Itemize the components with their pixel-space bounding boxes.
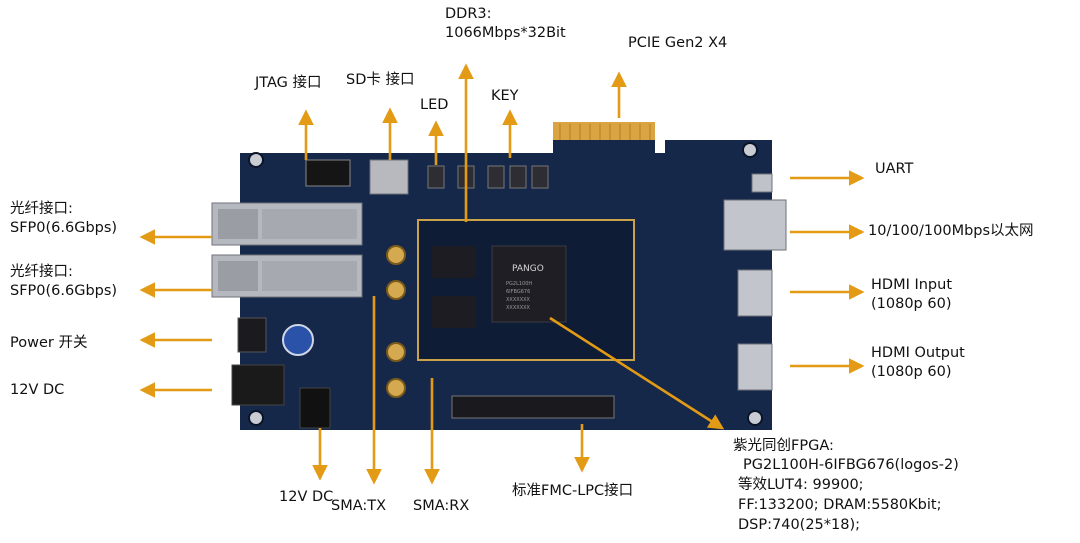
fpga-title: 紫光同创FPGA: — [733, 438, 834, 454]
chip-brand: PANGO — [512, 264, 544, 274]
sfp-b-label: 光纤接口: SFP0(6.6Gbps) — [10, 264, 118, 299]
ddr3-chip — [432, 246, 476, 278]
sma-tx-label: SMA:TX — [331, 498, 387, 514]
jtag-label: JTAG 接口 — [255, 75, 322, 91]
dc-terminal-block — [231, 364, 285, 406]
dc-left-label: 12V DC — [10, 382, 65, 398]
fpga-chip — [491, 245, 567, 323]
chip-line: PG2L100H — [506, 281, 532, 287]
mounting-hole — [248, 410, 264, 426]
fpga-model: PG2L100H-6IFBG676(logos-2) — [743, 457, 959, 473]
hdmi-output-port — [737, 343, 773, 391]
hdmi-input-port — [737, 269, 773, 317]
mounting-hole — [248, 152, 264, 168]
fpga-arrow — [549, 316, 725, 430]
ddr3-label: DDR3: 1066Mbps*32Bit — [445, 6, 566, 41]
uart-label: UART — [875, 161, 914, 177]
power-label: Power 开关 — [10, 335, 88, 351]
fpga-lut: 等效LUT4: 99900; — [738, 477, 864, 493]
fpga-dsp: DSP:740(25*18); — [738, 517, 861, 533]
fmc-connector — [451, 395, 615, 419]
led-label: LED — [420, 97, 449, 113]
chip-line: XXXXXXX — [506, 297, 531, 303]
pcie-finger-lines — [559, 124, 651, 142]
capacitor — [282, 324, 314, 356]
hdmi-in-label: HDMI Input (1080p 60) — [871, 277, 953, 312]
power-switch — [237, 317, 267, 353]
pcie-label: PCIE Gen2 X4 — [628, 35, 728, 51]
hdmi-out-label: HDMI Output (1080p 60) — [871, 345, 965, 380]
sfp-cage-bottom — [211, 254, 363, 298]
chip-line: 6IFBG676 — [506, 289, 530, 295]
sma-connectors — [386, 245, 406, 398]
chip-line: XXXXXXX — [506, 305, 531, 311]
sd-label: SD卡 接口 — [346, 72, 415, 88]
key-buttons — [427, 165, 549, 189]
ethernet-port — [723, 199, 787, 251]
ethernet-label: 10/100/100Mbps以太网 — [868, 223, 1034, 239]
mounting-hole — [742, 142, 758, 158]
dc-bottom-label: 12V DC — [279, 489, 334, 505]
key-label: KEY — [491, 88, 519, 104]
fpga-ff: FF:133200; DRAM:5580Kbit; — [738, 497, 942, 513]
sfp-cage-top — [211, 202, 363, 246]
mounting-hole — [747, 410, 763, 426]
sfp-a-label: 光纤接口: SFP0(6.6Gbps) — [10, 201, 118, 236]
sma-rx-label: SMA:RX — [413, 498, 470, 514]
ddr3-chip — [432, 296, 476, 328]
dc-jack — [299, 387, 331, 429]
fmc-label: 标准FMC-LPC接口 — [512, 483, 634, 499]
jtag-header — [305, 159, 351, 187]
uart-port — [751, 173, 773, 193]
